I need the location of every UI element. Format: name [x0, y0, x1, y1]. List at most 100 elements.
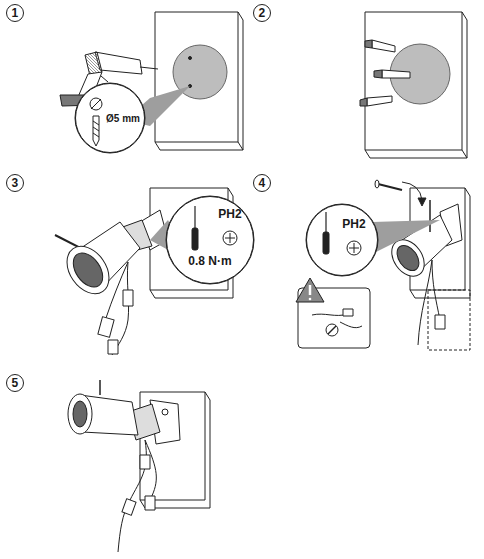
- step-number: 3: [11, 177, 18, 189]
- camera-body: [68, 394, 92, 434]
- warning-box: [296, 278, 370, 348]
- warning-box: [296, 278, 324, 302]
- tool-spec: PH2: [342, 218, 365, 230]
- wall-panel: [365, 12, 467, 158]
- magnifier-wedge: [372, 220, 440, 252]
- step-number: 5: [6, 374, 24, 392]
- wall-panel: [238, 142, 243, 150]
- drill-bit-icon: [90, 98, 102, 146]
- step-number: 4: [253, 174, 271, 192]
- tool-spec: 0.8 N·m: [188, 255, 231, 267]
- rotation-arrow-head: [418, 198, 426, 206]
- screwdriver-icon: [194, 206, 195, 228]
- drill-bit-icon: [93, 116, 99, 146]
- wall-plug: [360, 98, 367, 106]
- phillips-head-symbol: [230, 233, 231, 243]
- wall-plug: [365, 40, 372, 48]
- screwdriver-icon: [323, 212, 329, 254]
- step-number: 5: [11, 377, 18, 389]
- magnifier-circle: [75, 83, 145, 153]
- magnifier-circle: [306, 204, 378, 276]
- step-number: 3: [6, 174, 24, 192]
- antenna: [99, 380, 101, 395]
- camera-body: [67, 248, 108, 293]
- warning-box: [312, 314, 362, 328]
- wall-panel: [155, 12, 243, 150]
- power-drill: [101, 76, 108, 82]
- camera-body: [68, 394, 138, 435]
- magnifier-outline: [76, 84, 145, 153]
- magnifier-callout: PH2: [306, 204, 378, 276]
- step-number: 1: [6, 4, 24, 22]
- step-number: 2: [258, 7, 265, 19]
- screwdriver-icon: [192, 228, 198, 250]
- phillips-head-symbol: [354, 243, 355, 253]
- warning-box: [326, 324, 338, 336]
- camera-cable: [108, 340, 118, 354]
- wall-plug: [382, 70, 410, 78]
- drill-hole: [189, 57, 192, 60]
- camera-cable: [122, 499, 136, 516]
- camera-cable: [140, 455, 150, 469]
- magnifier-outline: [306, 204, 378, 276]
- wall-plug: [374, 70, 382, 78]
- drill-bit-icon: [90, 98, 102, 110]
- screw: [375, 180, 379, 188]
- magnifier-callout: PH2 0.8 N·m: [166, 196, 254, 284]
- screw: [375, 180, 402, 190]
- wall-plug: [360, 96, 392, 106]
- wall-panel: [155, 12, 243, 150]
- warning-box: [343, 309, 353, 316]
- wall-panel: [365, 12, 462, 150]
- step-number: 4: [258, 177, 265, 189]
- phillips-head-symbol: [223, 231, 237, 245]
- warning-box: [328, 326, 336, 334]
- camera-cable: [418, 260, 440, 345]
- phillips-head-symbol: [347, 241, 361, 255]
- tool-spec: PH2: [218, 208, 241, 220]
- screwdriver-icon: [192, 206, 198, 250]
- wall-plug: [365, 40, 395, 52]
- camera-cable: [123, 290, 133, 306]
- dashed-detail-box: [428, 290, 470, 350]
- drill-bit-icon: [91, 99, 101, 109]
- power-drill: [140, 67, 158, 69]
- warning-box: [309, 285, 312, 295]
- antenna: [429, 200, 431, 232]
- camera-body: [58, 238, 117, 301]
- step-number: 2: [253, 4, 271, 22]
- camera-body: [73, 401, 87, 427]
- wall-plug: [374, 70, 410, 78]
- camera-cable: [98, 262, 133, 355]
- camera-body: [393, 241, 424, 274]
- camera-cable: [98, 317, 114, 337]
- wall-panel: [365, 12, 467, 158]
- wall-panel: [155, 12, 238, 142]
- cable-connector: [435, 315, 445, 329]
- magnifier-outline: [307, 205, 378, 276]
- wall-panel: [462, 150, 467, 158]
- rotation-arrow: [402, 182, 422, 200]
- magnifier-outline: [167, 197, 254, 284]
- camera-cable: [145, 440, 156, 500]
- camera-cable: [145, 496, 155, 510]
- installation-illustration: [55, 12, 470, 552]
- screwdriver-icon: [323, 232, 329, 254]
- warning-box: [309, 298, 312, 301]
- phillips-head-symbol: [347, 241, 361, 255]
- magnifier-circle: [166, 196, 254, 284]
- screwdriver-icon: [325, 212, 326, 232]
- phillips-head-symbol: [223, 231, 237, 245]
- drill-bit-icon: [93, 121, 99, 137]
- wall-plug: [367, 96, 392, 106]
- step-number: 1: [11, 7, 18, 19]
- screw: [378, 184, 402, 190]
- tool-spec: Ø5 mm: [106, 114, 140, 124]
- camera-cable: [118, 440, 156, 552]
- wall-plug: [372, 40, 395, 52]
- camera-mount: [162, 409, 168, 415]
- magnifier-callout: Ø5 mm: [75, 83, 145, 153]
